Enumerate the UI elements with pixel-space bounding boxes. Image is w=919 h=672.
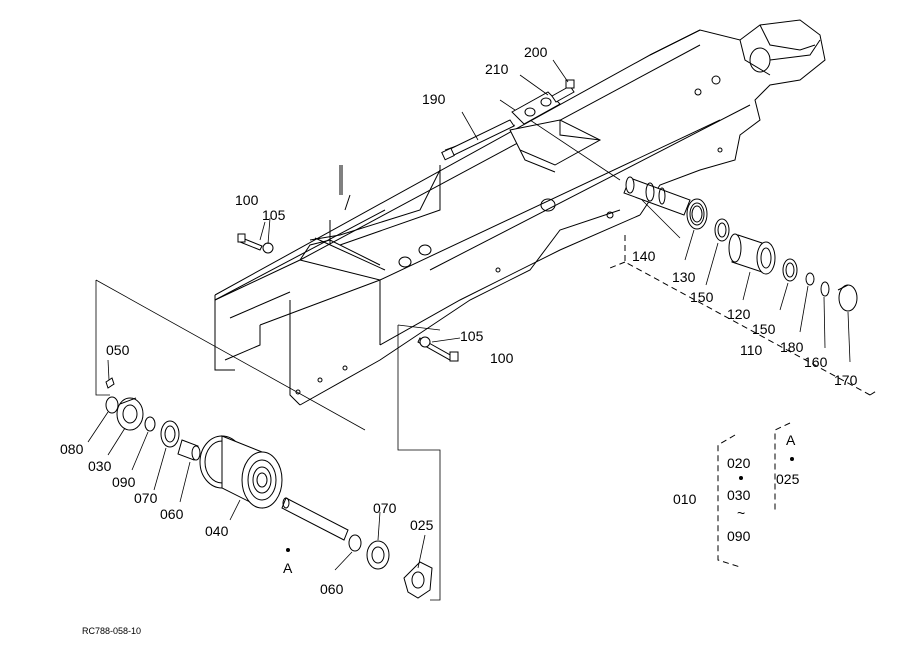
- label-180: 180: [780, 339, 804, 355]
- label-090: 090: [112, 474, 136, 490]
- legend-brackets: [717, 422, 794, 568]
- label-060-left: 060: [160, 506, 184, 522]
- legend-090: 090: [727, 528, 751, 544]
- label-105-top: 105: [262, 207, 286, 223]
- track-frame: [214, 19, 826, 406]
- label-025: 025: [410, 517, 434, 533]
- label-100-right: 100: [490, 350, 514, 366]
- label-150-a: 150: [690, 289, 714, 305]
- label-130: 130: [672, 269, 696, 285]
- legend-025: 025: [776, 471, 800, 487]
- legend-020: 020: [727, 455, 751, 471]
- label-070-right: 070: [373, 500, 397, 516]
- label-060-right: 060: [320, 581, 344, 597]
- label-A: A: [283, 560, 293, 576]
- idler-axle-parts: [623, 176, 858, 312]
- label-070-left: 070: [134, 490, 158, 506]
- label-210: 210: [485, 61, 509, 77]
- label-110: 110: [740, 342, 763, 358]
- front-idler-parts: [105, 377, 433, 599]
- label-080: 080: [60, 441, 84, 457]
- label-150-b: 150: [752, 321, 776, 337]
- label-040: 040: [205, 523, 229, 539]
- label-030: 030: [88, 458, 112, 474]
- label-190: 190: [422, 91, 446, 107]
- legend-A: A: [786, 432, 796, 448]
- frame-bolts: [237, 233, 459, 362]
- drawing-code: RC788-058-10: [82, 626, 141, 636]
- legend-030: 030: [727, 487, 751, 503]
- upper-hardware: [441, 79, 575, 161]
- label-105-right: 105: [460, 328, 484, 344]
- label-120: 120: [727, 306, 751, 322]
- label-050: 050: [106, 342, 130, 358]
- legend: 010 020 030 ~ 090 A 025: [673, 432, 800, 544]
- legend-010: 010: [673, 491, 697, 507]
- legend-tilde: ~: [737, 505, 745, 521]
- leader-lines: [87, 59, 851, 571]
- label-200: 200: [524, 44, 548, 60]
- label-160: 160: [804, 354, 828, 370]
- part-labels: 200 210 190 100 105 050 080 030 090 070 …: [60, 44, 858, 597]
- label-170: 170: [834, 372, 858, 388]
- label-100-top: 100: [235, 192, 259, 208]
- label-140: 140: [632, 248, 656, 264]
